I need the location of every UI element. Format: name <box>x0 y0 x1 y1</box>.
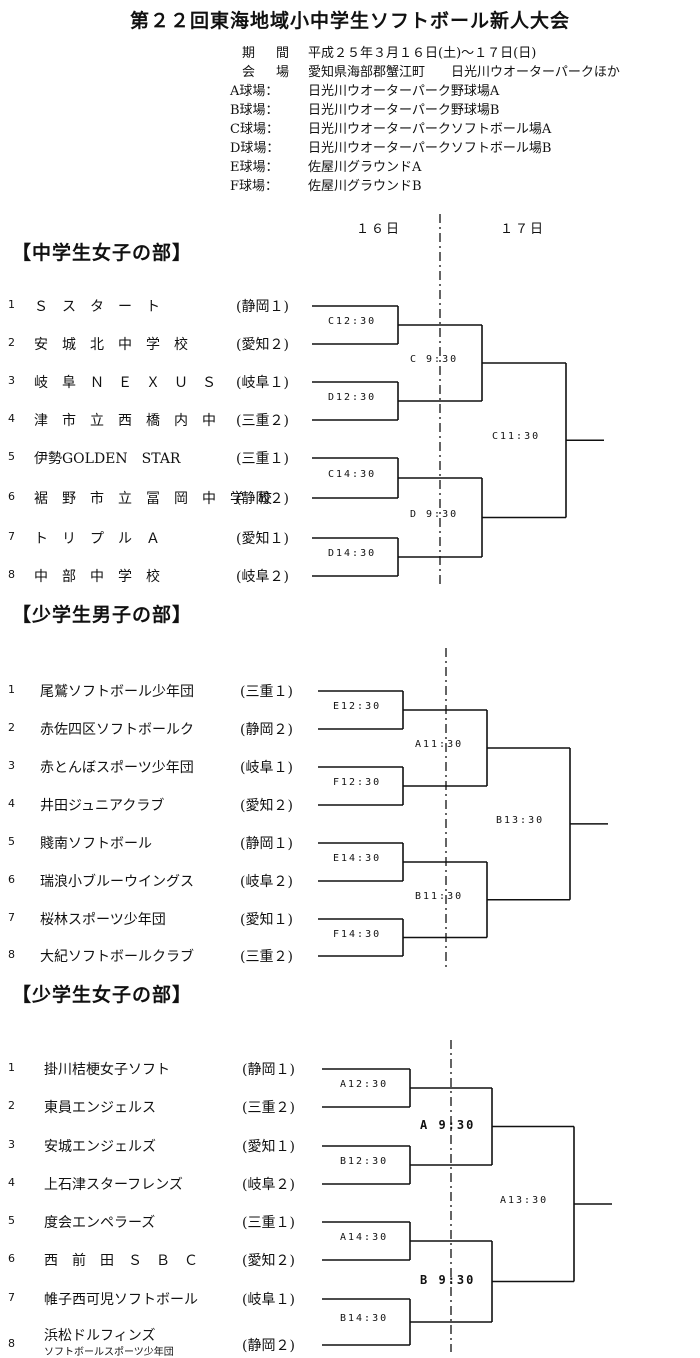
info-label: A球場： <box>230 84 279 99</box>
info-value: 愛知県海部郡蟹江町 日光川ウオーターパークほか <box>308 65 620 80</box>
info-label: E球場： <box>230 160 279 175</box>
info-value: 日光川ウオーターパーク野球場B <box>308 103 500 118</box>
info-value: 佐屋川グラウンドA <box>308 160 422 175</box>
info-label: B球場： <box>230 103 279 118</box>
info-label: 会 場 <box>242 65 294 80</box>
day-label-16: １６日 <box>356 222 402 237</box>
info-value: 日光川ウオーターパーク野球場A <box>308 84 500 99</box>
info-block: 期 間平成２５年３月１６日(土)～１７日(日) 会 場愛知県海部郡蟹江町 日光川… <box>230 44 700 204</box>
info-value: 日光川ウオーターパークソフトボール場B <box>308 141 552 156</box>
info-value: 平成２５年３月１６日(土)～１７日(日) <box>308 46 537 61</box>
info-label: 期 間 <box>242 46 294 61</box>
page-title: 第２２回東海地域小中学生ソフトボール新人大会 <box>129 10 570 32</box>
info-label: F球場： <box>230 179 279 194</box>
info-value: 佐屋川グラウンドB <box>308 179 422 194</box>
info-label: C球場： <box>230 122 279 137</box>
info-label: D球場： <box>230 141 280 156</box>
day-label-17: １７日 <box>500 222 546 237</box>
info-value: 日光川ウオーターパークソフトボール場A <box>308 122 552 137</box>
